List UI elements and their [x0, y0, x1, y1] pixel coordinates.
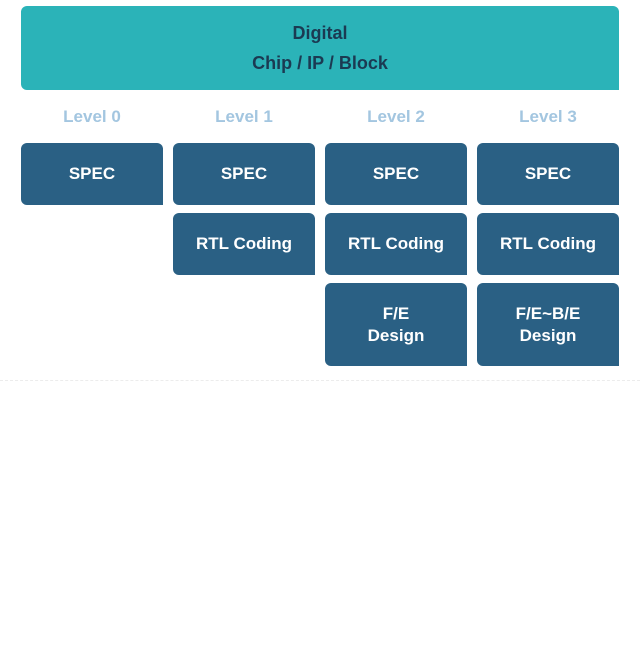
box-label-line-1: F/E	[382, 303, 410, 323]
box-label-line-2: Design	[367, 325, 425, 345]
box-label: SPEC	[524, 164, 572, 183]
box-label: SPEC	[220, 164, 268, 183]
diagram-header: Digital Chip / IP / Block	[21, 6, 619, 90]
divider	[0, 380, 640, 381]
box-label: SPEC	[68, 164, 116, 183]
level-1-spec-box: SPEC	[173, 143, 315, 205]
header-line-2: Chip / IP / Block	[252, 53, 388, 73]
level-3-fe-be-design-box: F/E~B/E Design	[477, 283, 619, 366]
level-2-label: Level 2	[367, 107, 425, 126]
level-2-fe-design-box: F/E Design	[325, 283, 467, 366]
header-line-1: Digital	[292, 23, 348, 43]
box-label: SPEC	[372, 164, 420, 183]
box-label: RTL Coding	[348, 234, 444, 253]
box-label: RTL Coding	[196, 234, 292, 253]
level-1-rtl-coding-box: RTL Coding	[173, 213, 315, 275]
level-0-spec-box: SPEC	[21, 143, 163, 205]
level-0-label: Level 0	[63, 107, 121, 126]
level-2-spec-box: SPEC	[325, 143, 467, 205]
box-label-line-1: F/E~B/E	[515, 303, 581, 323]
level-3-spec-box: SPEC	[477, 143, 619, 205]
level-3-rtl-coding-box: RTL Coding	[477, 213, 619, 275]
level-3-label: Level 3	[519, 107, 577, 126]
box-label: RTL Coding	[500, 234, 596, 253]
level-2-rtl-coding-box: RTL Coding	[325, 213, 467, 275]
level-1-label: Level 1	[215, 107, 273, 126]
box-label-line-2: Design	[519, 325, 577, 345]
